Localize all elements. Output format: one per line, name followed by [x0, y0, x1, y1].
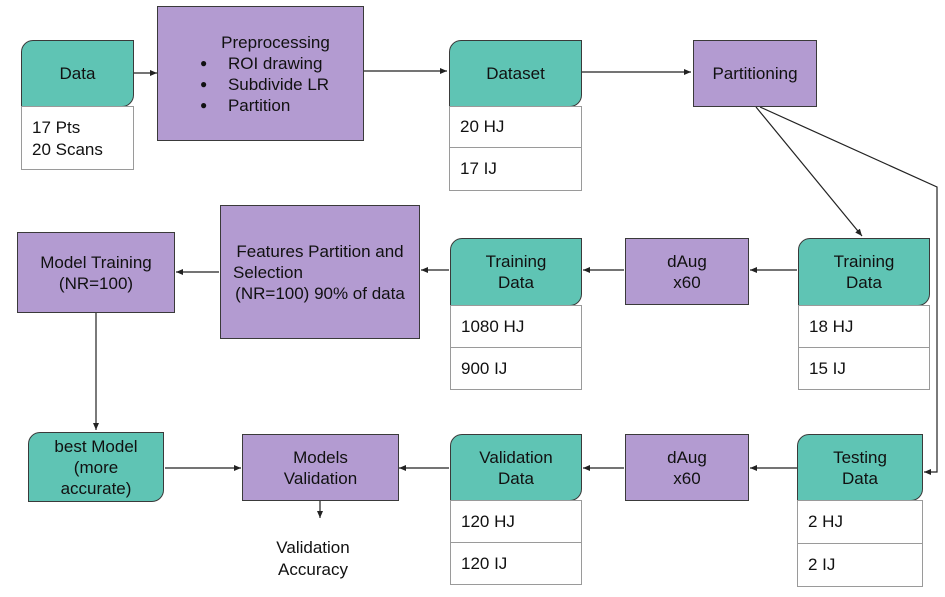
models-validation-line1: Models [293, 447, 348, 467]
training-mid-ij-cell: 900 IJ [450, 347, 582, 390]
data-pts: 17 Pts [32, 118, 81, 137]
features-selection-node: Features Partition and Selection (NR=100… [220, 205, 420, 339]
dataset-node: Dataset [449, 40, 582, 107]
preprocessing-title: Preprocessing [221, 32, 330, 52]
testing-hj-cell: 2 HJ [797, 500, 923, 544]
model-training-line1: Model Training [40, 252, 152, 272]
validation-accuracy-label: Validation Accuracy [252, 537, 374, 581]
training-mid-line2: Data [498, 273, 534, 292]
features-line3: (NR=100) 90% of data [235, 283, 405, 303]
dataset-ij: 17 IJ [460, 159, 497, 178]
data-info-cell: 17 Pts 20 Scans [21, 106, 134, 170]
data-label: Data [59, 64, 96, 83]
training-data-mid-node: Training Data [450, 238, 582, 306]
training-mid-ij: 900 IJ [461, 358, 508, 378]
features-line2: Selection [233, 262, 303, 282]
validation-ij-cell: 120 IJ [450, 542, 582, 585]
partitioning-label: Partitioning [712, 64, 798, 83]
dataset-ij-cell: 17 IJ [449, 147, 582, 191]
models-validation-line2: Validation [283, 468, 358, 488]
daug-bottom-node: dAug x60 [625, 434, 749, 501]
dataset-hj-cell: 20 HJ [449, 106, 582, 148]
testing-ij: 2 IJ [808, 555, 836, 574]
model-training-line2: (NR=100) [58, 273, 134, 293]
training-mid-hj: 1080 HJ [461, 316, 525, 336]
training-right-line2: Data [846, 273, 882, 292]
step-roi-drawing: ROI drawing [200, 53, 329, 74]
best-model-node: best Model (more accurate) [28, 432, 164, 502]
edge-partitioning-training [755, 106, 863, 237]
validation-data-node: Validation Data [450, 434, 582, 501]
features-line1: Features Partition and [236, 241, 404, 261]
daug-bottom-line1: dAug [667, 447, 707, 467]
step-subdivide-lr: Subdivide LR [200, 74, 329, 95]
preprocessing-steps: ROI drawing Subdivide LR Partition [200, 53, 329, 116]
models-validation-node: Models Validation [242, 434, 399, 501]
testing-data-node: Testing Data [797, 434, 923, 501]
daug-bottom-line2: x60 [673, 468, 701, 488]
training-mid-hj-cell: 1080 HJ [450, 305, 582, 348]
preprocessing-node: Preprocessing ROI drawing Subdivide LR P… [157, 6, 364, 141]
edge-partitioning-testing [759, 106, 938, 475]
best-model-line1: best Model [54, 436, 138, 456]
training-right-ij: 15 IJ [809, 358, 846, 378]
data-node: Data [21, 40, 134, 107]
training-data-right-node: Training Data [798, 238, 930, 306]
step-partition: Partition [200, 95, 329, 116]
validation-data-line1: Validation [479, 447, 553, 467]
training-mid-line1: Training [485, 252, 547, 271]
training-right-hj-cell: 18 HJ [798, 305, 930, 348]
daug-top-node: dAug x60 [625, 238, 749, 305]
best-model-line2: (more [73, 457, 119, 477]
training-right-line1: Training [833, 252, 895, 271]
data-scans: 20 Scans [32, 140, 103, 159]
validation-hj: 120 HJ [461, 511, 515, 531]
testing-ij-cell: 2 IJ [797, 543, 923, 587]
training-right-ij-cell: 15 IJ [798, 347, 930, 390]
testing-line2: Data [842, 468, 878, 488]
testing-hj: 2 HJ [808, 512, 843, 531]
model-training-node: Model Training (NR=100) [17, 232, 175, 313]
validation-data-line2: Data [498, 468, 534, 488]
validation-hj-cell: 120 HJ [450, 500, 582, 543]
best-model-line3: accurate) [60, 478, 132, 498]
testing-line1: Testing [833, 447, 887, 467]
daug-top-line1: dAug [667, 251, 707, 271]
training-right-hj: 18 HJ [809, 316, 854, 336]
partitioning-node: Partitioning [693, 40, 817, 107]
validation-accuracy-line1: Validation [276, 538, 350, 557]
dataset-label: Dataset [486, 64, 545, 83]
validation-accuracy-line2: Accuracy [278, 560, 348, 579]
dataset-hj: 20 HJ [460, 117, 505, 136]
validation-ij: 120 IJ [461, 553, 508, 573]
daug-top-line2: x60 [673, 272, 701, 292]
